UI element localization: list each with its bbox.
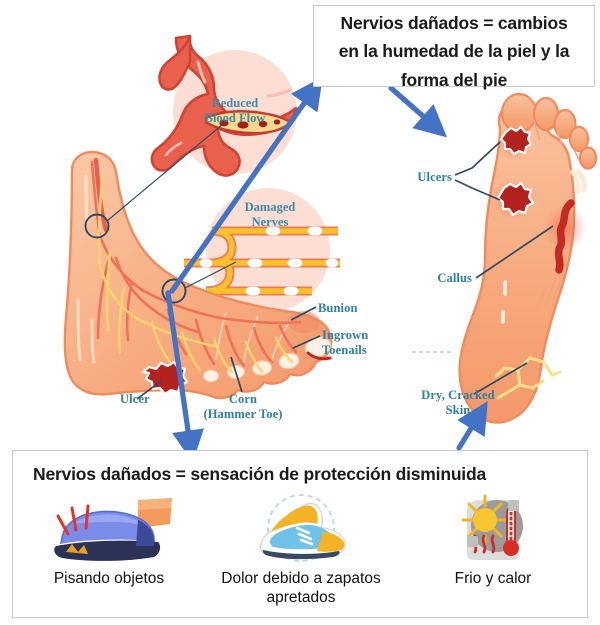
blood-vessel-illustration (150, 34, 298, 177)
label-ulcer: Ulcer (120, 392, 150, 406)
protection-loss-icon-row: Pisando objetos (13, 493, 589, 617)
inset-label-reduced-blood-flow: Reduced Blood Flow (204, 96, 266, 125)
callout-box-top: Nervios dañados = cambios en la humedad … (313, 5, 595, 90)
callout-top-line2: en la humedad de la piel y la (338, 41, 570, 62)
right-foot-callus-marker (543, 199, 587, 274)
connector-circle-nerves (161, 278, 187, 304)
label-bunion: Bunion (318, 301, 358, 315)
icon-cell-tight-shoes: Dolor debido a zapatos apretados (205, 493, 397, 608)
icon-cell-stepping-objects: Pisando objetos (13, 493, 205, 588)
right-foot-ulcer-2 (493, 181, 535, 219)
arrow-to-top-box (169, 76, 323, 294)
tight-sneaker-icon (249, 493, 353, 565)
label-ingrown-toenails: Ingrown Toenails (322, 328, 369, 357)
left-foot-lateral (63, 123, 333, 400)
icon-caption-stepping-objects: Pisando objetos (53, 570, 165, 587)
arrow-top-box-to-right-foot (388, 85, 448, 138)
inset-label-damaged-nerves: Damaged Nerves (244, 200, 296, 229)
label-leader-lines (136, 141, 554, 400)
icon-caption-cold-heat: Frio y calor (454, 570, 532, 587)
callout-top-line3: forma del pie (400, 69, 508, 90)
label-corn-hammer-toe: Corn (Hammer Toe) (203, 392, 283, 421)
label-dry-cracked-skin: Dry, Cracked Skin (421, 388, 495, 417)
blue-arrows (165, 76, 488, 463)
label-callus: Callus (437, 271, 472, 285)
sun-thermometer-icon (441, 493, 545, 565)
callout-box-bottom: Nervios dañados = sensación de protecció… (12, 450, 588, 618)
arrow-bottom-box-to-right-foot (456, 401, 488, 451)
shoe-stepping-on-object-icon (42, 493, 176, 565)
callout-bottom-title: Nervios dañados = sensación de protecció… (33, 464, 486, 484)
callout-top-line1: Nervios dañados = cambios (340, 13, 568, 33)
right-foot-ulcer-1 (496, 125, 533, 159)
icon-cell-cold-heat: Frio y calor (397, 493, 589, 588)
arrow-to-bottom-box (165, 290, 205, 463)
inset-halo-nerves (206, 188, 330, 312)
connector-circle-blood-flow (84, 213, 110, 239)
label-ulcers: Ulcers (417, 170, 452, 184)
damaged-nerve-illustration (184, 226, 340, 296)
right-foot-sole (458, 92, 598, 424)
icon-caption-tight-shoes: Dolor debido a zapatos apretados (221, 570, 381, 607)
